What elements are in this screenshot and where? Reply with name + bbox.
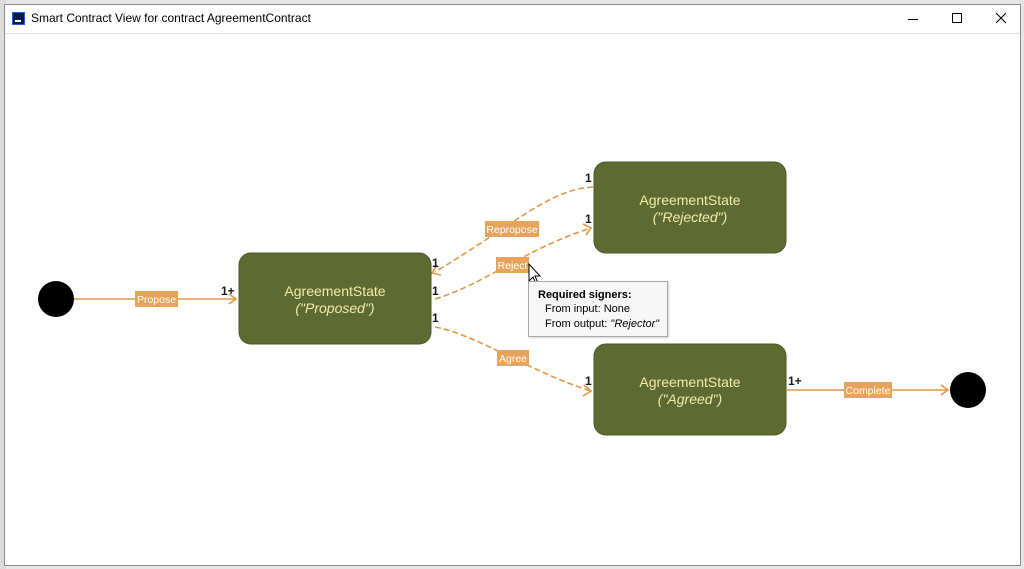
state-rejected[interactable]: AgreementState ("Rejected") <box>593 161 787 254</box>
complete-label-text: Complete <box>846 385 891 397</box>
state-proposed-name: AgreementState <box>284 283 385 299</box>
required-signers-tooltip: Required signers: From input: None From … <box>528 281 668 337</box>
smart-contract-view-window: Smart Contract View for contract Agreeme… <box>4 4 1021 566</box>
reject-label[interactable]: Reject <box>496 257 529 273</box>
agree-label-text: Agree <box>499 353 527 365</box>
tooltip-input-row: From input: None <box>545 302 667 317</box>
propose-label-text: Propose <box>137 294 176 306</box>
tooltip-input-value: None <box>603 303 630 315</box>
tooltip-output-value: "Rejector" <box>610 318 660 330</box>
repropose-label[interactable]: Repropose <box>485 221 539 237</box>
multiplicity-reject-target: 1 <box>585 212 592 226</box>
close-button[interactable] <box>979 5 1023 33</box>
reject-arrowhead <box>582 223 593 236</box>
tooltip-heading: Required signers: <box>538 289 632 301</box>
multiplicity-propose-target: 1+ <box>221 284 235 298</box>
multiplicity-repropose-target: 1 <box>432 256 439 270</box>
state-proposed[interactable]: AgreementState ("Proposed") <box>238 252 432 345</box>
repropose-edge[interactable] <box>434 186 594 273</box>
state-rejected-name: AgreementState <box>639 192 740 208</box>
minimize-icon <box>908 19 918 20</box>
propose-label[interactable]: Propose <box>135 291 178 307</box>
repropose-label-text: Repropose <box>486 224 538 236</box>
agree-label[interactable]: Agree <box>497 350 529 366</box>
minimize-button[interactable] <box>891 5 935 33</box>
state-rejected-status: ("Rejected") <box>653 209 728 225</box>
state-diagram: AgreementState ("Proposed") AgreementSta… <box>38 161 986 436</box>
reject-edge[interactable] <box>434 227 592 300</box>
end-node[interactable] <box>950 372 986 408</box>
reject-label-text: Reject <box>498 260 528 272</box>
tooltip-output-row: From output: "Rejector" <box>545 317 667 332</box>
start-node[interactable] <box>38 281 74 317</box>
state-agreed-status: ("Agreed") <box>658 391 722 407</box>
agree-arrowhead <box>582 384 593 397</box>
diagram-canvas: AgreementState ("Proposed") AgreementSta… <box>5 34 1020 565</box>
state-agreed-name: AgreementState <box>639 374 740 390</box>
background-window-edge <box>0 0 6 569</box>
title-bar[interactable]: Smart Contract View for contract Agreeme… <box>5 5 1020 34</box>
complete-label[interactable]: Complete <box>844 382 892 398</box>
repropose-arrowhead <box>430 264 442 276</box>
complete-arrowhead <box>940 384 950 396</box>
state-proposed-status: ("Proposed") <box>295 300 374 316</box>
app-icon <box>12 12 25 25</box>
multiplicity-agree-target: 1 <box>585 374 592 388</box>
tooltip-output-label: From output: <box>545 318 608 330</box>
tooltip-input-label: From input: <box>545 303 601 315</box>
multiplicity-complete-source: 1+ <box>788 374 802 388</box>
maximize-icon <box>952 13 962 23</box>
multiplicity-repropose-source: 1 <box>585 171 592 185</box>
propose-arrowhead <box>228 293 238 305</box>
window-title: Smart Contract View for contract Agreeme… <box>31 11 311 25</box>
multiplicity-reject-source: 1 <box>432 284 439 298</box>
multiplicity-agree-source: 1 <box>432 311 439 325</box>
close-icon <box>995 12 1007 24</box>
maximize-button[interactable] <box>935 5 979 33</box>
state-agreed[interactable]: AgreementState ("Agreed") <box>593 343 787 436</box>
